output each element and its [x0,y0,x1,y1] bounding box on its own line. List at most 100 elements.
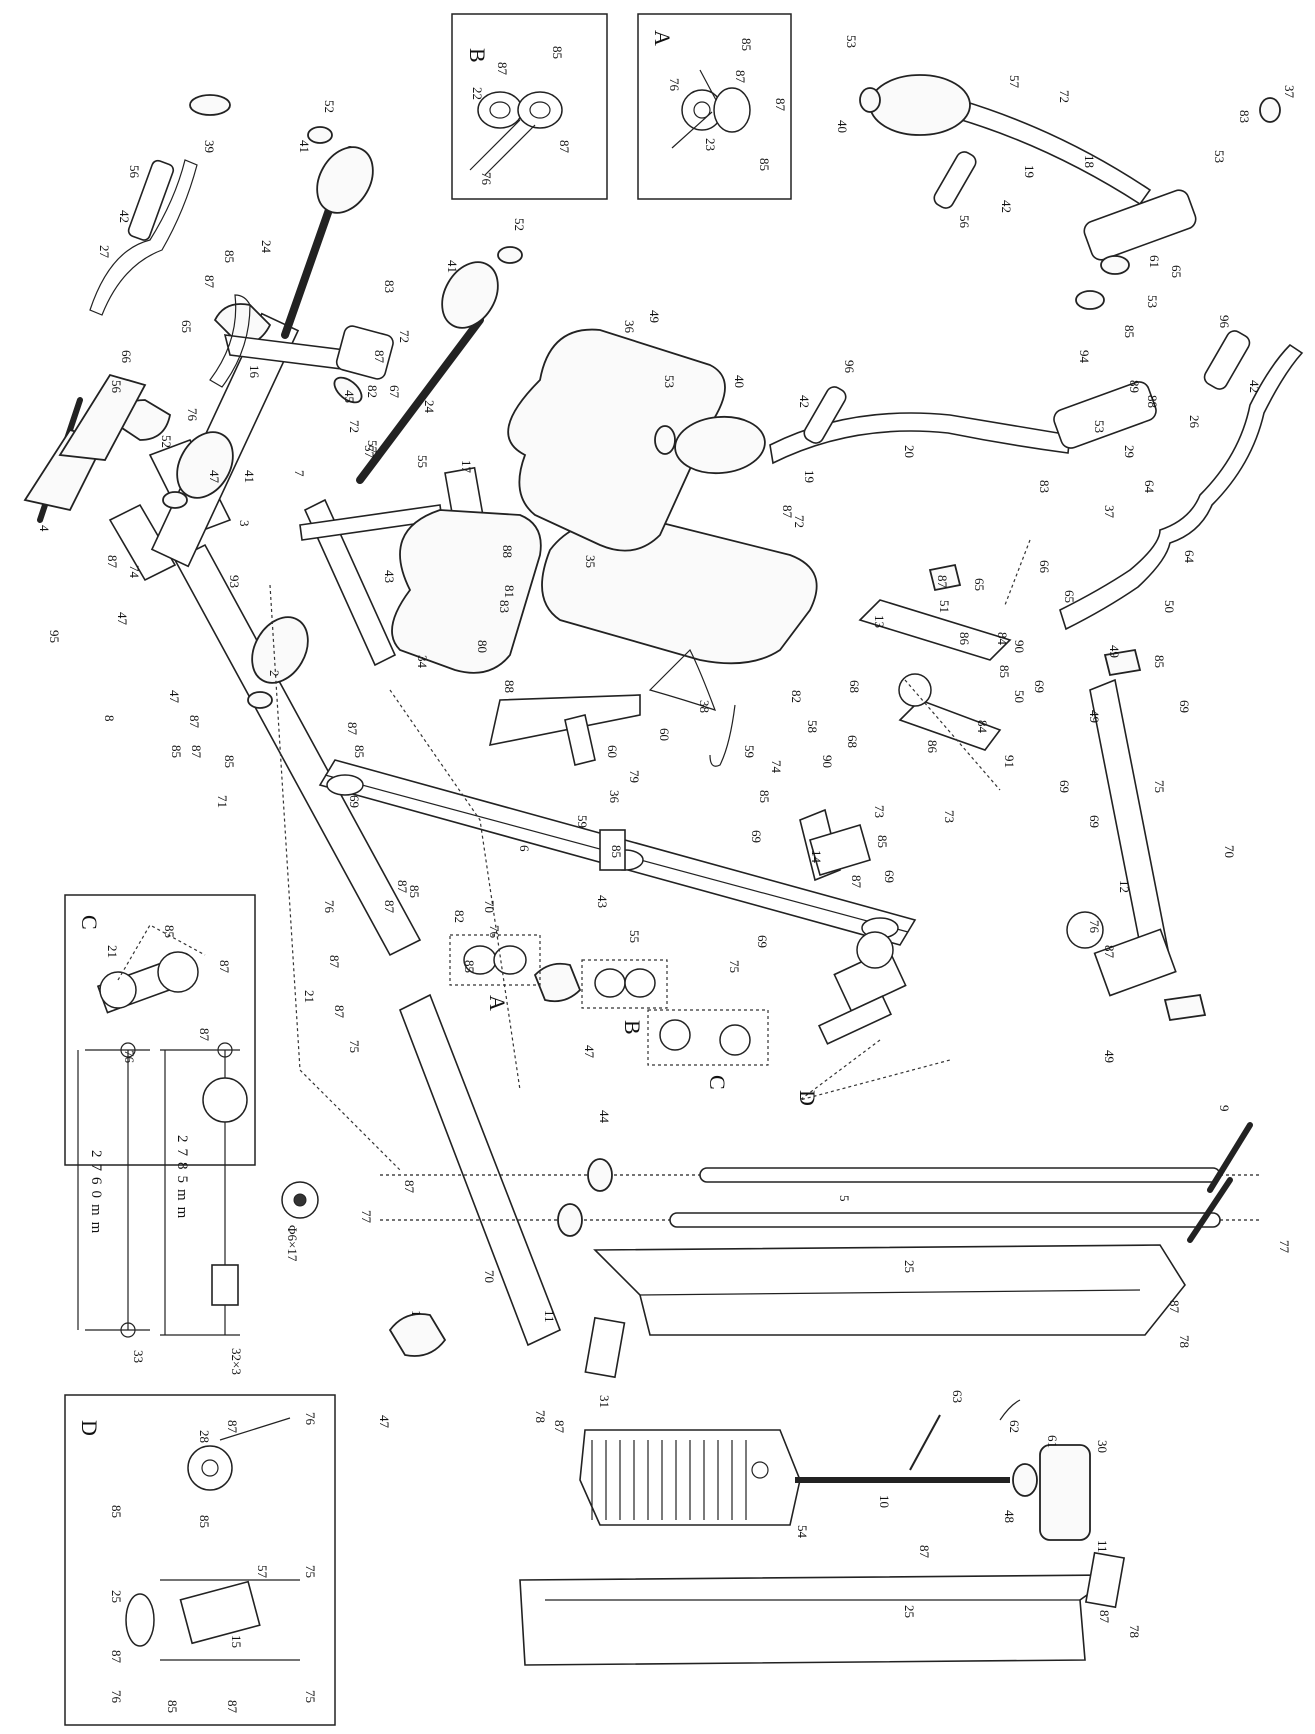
part-label: 43 [382,570,397,583]
part-label: 87 [382,900,397,914]
part-label: 87 [935,575,950,589]
part-label: 75 [727,960,742,973]
part-label: 47 [167,690,182,704]
part-label: 56 [127,165,142,179]
part-label: 85 [169,745,184,758]
callouts: A B C [449,934,769,1090]
callout-d: D [795,1090,820,1106]
part-label: 6 [517,845,532,852]
inset-box-b: B 85 87 22 87 76 [451,13,608,200]
part-label: 42 [797,395,812,408]
part-label: 26 [1187,415,1202,429]
part-label: 35 [583,555,598,568]
part-label: 42 [999,200,1014,213]
part-label: 42 [1247,380,1262,393]
part-label: 4 [37,525,52,532]
part-label: 90 [1012,640,1027,653]
inset-letter-d: D [77,1420,102,1436]
part-label: 85 [997,665,1012,678]
part-label: 49 [1087,710,1102,723]
part-label: 69 [1032,680,1047,693]
top-arm [859,74,1281,209]
part-label: 69 [347,795,362,808]
inset-d-label: 75 [303,1690,318,1703]
part-label: 3 [237,520,252,527]
part-label: 41 [242,470,257,483]
part-label: 79 [627,770,642,783]
part-label: 60 [605,745,620,758]
part-label: 49 [1102,1050,1117,1063]
part-label: 37 [1102,505,1117,519]
part-label: 48 [1002,1510,1017,1523]
inset-a-label: 87 [733,70,748,84]
inset-d-label: 87 [225,1700,240,1714]
inset-d-label: 75 [303,1565,318,1578]
part-label: 36 [607,790,622,804]
part-label: 68 [847,680,862,693]
part-number-labels: 39 56 42 27 66 65 76 85 87 16 24 41 52 4… [37,35,1297,1638]
part-label: 20 [902,445,917,458]
part-label: 63 [950,1390,965,1403]
part-label: 87 [345,722,360,736]
part-label: 75 [1152,780,1167,793]
part-label: 75 [347,1040,362,1053]
part-label: 72 [792,515,807,528]
part-label: 83 [1237,110,1252,123]
part-label: 7 [292,470,307,477]
inset-a-label: 85 [757,158,772,171]
part-label: 14 [809,850,824,864]
part-label: 53 [844,35,859,48]
part-label: 66 [1037,560,1052,574]
callout-b: B [620,1020,645,1035]
part-label: 49 [647,310,662,323]
part-label: 72 [347,420,362,433]
inset-box-d: D 28 87 76 85 85 57 75 25 15 87 76 85 87… [64,1394,336,1726]
part-label: 84 [995,632,1010,646]
foot-pads [23,373,147,512]
part-label: 16 [247,365,262,379]
part-label: 66 [119,350,134,364]
part-label: 65 [179,320,194,333]
part-label: 1 [409,1310,424,1317]
part-label: 87 [105,555,120,569]
part-label: 96 [1217,315,1232,329]
inset-d-label: 85 [165,1700,180,1713]
part-label: 87 [402,1180,417,1194]
part-label: 57 [365,440,380,454]
part-label: 10 [877,1495,892,1508]
cable-2-length: 2785mm [174,1135,190,1224]
part-label: 87 [187,715,202,729]
part-label: 87 [780,505,795,519]
part-label: 55 [415,455,430,468]
part-label: 73 [942,810,957,823]
part-label: 54 [795,1525,810,1539]
part-label: 61 [1147,255,1162,268]
part-label: 78 [1127,1625,1142,1638]
part-label: 65 [1169,265,1184,278]
inset-d-label: 87 [225,1420,240,1434]
part-label: 29 [1122,445,1137,458]
part-label: 88 [500,545,515,558]
inset-b-label: 76 [479,172,494,186]
part-label: 49 [1107,645,1122,658]
part-label: 13 [872,615,887,628]
inset-letter-b: B [465,48,490,63]
part-label: 65 [1062,590,1077,603]
part-label: 41 [445,260,460,273]
inset-c-label: 87 [217,960,232,974]
inset-d-label: 15 [229,1635,244,1648]
part-label: 60 [657,728,672,741]
part-label: 72 [397,330,412,343]
part-label: 25 [902,1605,917,1618]
part-label: 94 [1077,350,1092,364]
inset-b-label: 87 [495,62,510,76]
part-label: 8 [102,715,117,722]
spare-pulley: Φ6×17 [281,1181,319,1262]
part-label: 9 [1217,1105,1232,1112]
inset-letter-a: A [650,30,675,46]
part-label: 45 [342,390,357,403]
part-label: 21 [302,990,317,1003]
part-label: 38 [697,700,712,713]
part-label: 34 [415,655,430,669]
part-label: 85 [1122,325,1137,338]
